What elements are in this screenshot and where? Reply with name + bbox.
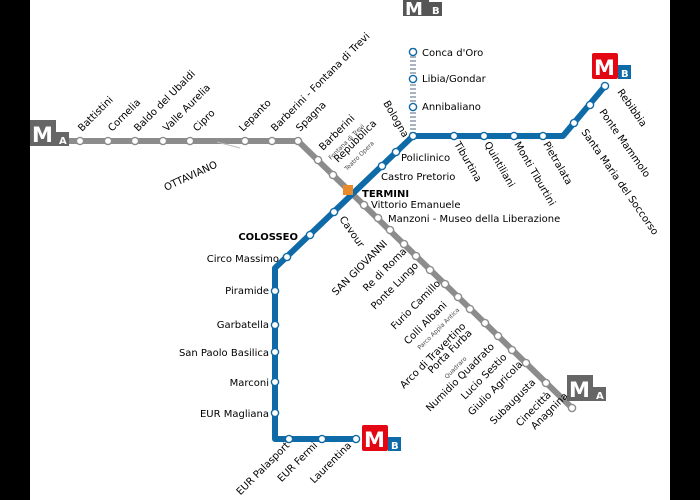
metro-logo-line-a-west-line: A: [59, 136, 67, 147]
stop-line-b-quintiliani: [479, 131, 489, 141]
stop-line-b1-libia-gondar: [408, 74, 418, 84]
stop-line-a-porta-furba: [465, 304, 475, 314]
stop-line-b-rebibbia: [600, 81, 610, 91]
line-b1-labels: Conca d'Oro Libia/Gondar Annibaliano: [422, 48, 487, 113]
stop-line-a-san-giovanni: [385, 225, 395, 235]
stop-line-a-cipro: [185, 136, 195, 146]
stop-line-a-battistini: [75, 136, 85, 146]
label-manzoni: Manzoni - Museo della Liberazione: [388, 214, 560, 225]
label-colosseo: COLOSSEO: [238, 232, 298, 243]
label-piramide: Piramide: [225, 286, 269, 297]
stop-line-a-lucio-sestio: [493, 331, 503, 341]
stop-line-b1-conca-d-oro: [408, 47, 418, 57]
metro-logo-top-badge: [429, 2, 442, 16]
map-background: [30, 0, 670, 500]
label-marconi: Marconi: [230, 378, 269, 389]
label-conca-doro: Conca d'Oro: [422, 48, 483, 59]
stop-line-b-santa-maria-del-soccorso: [569, 118, 579, 128]
stop-line-a-valle-aurelia: [158, 136, 168, 146]
stop-line-a-numidio-quadrato: [480, 318, 490, 328]
stop-line-a-ponte-lungo: [411, 251, 421, 261]
stop-line-b-marconi: [270, 377, 280, 387]
stop-line-a-repubblica: [328, 170, 338, 180]
stop-line-b-laurentina: [351, 434, 361, 444]
label-policlinico: Policlinico: [401, 153, 450, 164]
stop-line-b-cavour: [329, 207, 339, 217]
stop-line-b-circo-massimo: [282, 252, 292, 262]
stop-line-b-policlinico: [391, 147, 401, 157]
metro-logo-line-a-west: M A: [30, 120, 69, 147]
metro-logo-line-b-north: M B: [592, 53, 631, 80]
stop-line-a-barberini-fontana-di-trevi: [267, 136, 277, 146]
stop-line-b-castro-pretorio: [377, 161, 387, 171]
metro-logo-top: M B: [403, 0, 442, 20]
stop-line-b-piramide: [270, 286, 280, 296]
metro-logo-line-b-north-mark: M: [594, 56, 615, 80]
label-san-paolo-basilica: San Paolo Basilica: [179, 348, 269, 359]
label-termini: TERMINI: [362, 189, 409, 200]
stop-line-a-spagna: [293, 136, 303, 146]
metro-logo-line-b-south-tile: [362, 425, 388, 451]
termini-interchange-marker: [343, 185, 353, 195]
metro-logo-top-tile: [403, 0, 429, 16]
label-annibaliano: Annibaliano: [422, 102, 481, 113]
metro-logo-line-a-east-tile: [567, 375, 593, 401]
metro-logo-line-b-south-badge: [388, 437, 401, 451]
stop-line-a-colli-albani: [440, 279, 450, 289]
stop-line-a-re-di-roma: [399, 239, 409, 249]
stop-line-a-giulio-agricola: [507, 345, 517, 355]
metro-logo-line-a-east-mark: M: [569, 378, 590, 402]
line-a-ottaviano-marker: [216, 141, 241, 149]
label-libia-gondar: Libia/Gondar: [422, 74, 487, 85]
stop-line-a-furio-camillo: [425, 265, 435, 275]
label-castro-pretorio: Castro Pretorio: [381, 172, 455, 183]
metro-logo-line-b-south-line: B: [391, 441, 399, 452]
stop-line-b-ponte-mammolo: [585, 100, 595, 110]
metro-logo-line-b-south: M B: [362, 425, 401, 452]
stop-line-a-cinecitta: [541, 378, 551, 388]
stop-line-b-pietralata: [538, 131, 548, 141]
stop-line-a-cornelia: [103, 136, 113, 146]
stop-line-b-monti-tiburtini: [509, 131, 519, 141]
stop-line-a-anagnina: [567, 403, 577, 413]
metro-logo-line-b-north-line: B: [621, 69, 629, 80]
metro-logo-line-a-west-mark: M: [32, 123, 53, 147]
station-stops: [75, 47, 610, 444]
stop-line-a-lepanto: [240, 136, 250, 146]
stop-line-a-arco-di-travertino: [453, 292, 463, 302]
stop-line-b-eur-magliana: [270, 408, 280, 418]
stop-line-b-eur-fermi: [317, 434, 327, 444]
stop-line-a-manzoni-museo-della-liberazione: [373, 213, 383, 223]
stop-line-a-vittorio-emanuele: [359, 200, 369, 210]
stop-line-b-garbatella: [270, 320, 280, 330]
stop-line-a-baldo-del-ubaldi: [130, 136, 140, 146]
stop-line-b-bologna: [408, 131, 418, 141]
metro-logo-line-a-east: M A: [567, 375, 606, 402]
metro-logo-line-b-south-mark: M: [364, 428, 385, 452]
label-vittorio-emanuele: Vittorio Emanuele: [371, 200, 461, 211]
label-garbatella: Garbatella: [217, 320, 269, 331]
stop-line-a-barberini: [313, 155, 323, 165]
stop-line-b-eur-palasport: [284, 434, 294, 444]
stop-line-b-san-paolo-basilica: [270, 347, 280, 357]
metro-logo-line-a-east-line: A: [596, 391, 604, 402]
metro-logo-top-line: B: [432, 6, 440, 17]
stop-line-b1-annibaliano: [408, 102, 418, 112]
metro-logo-line-a-west-tile: [30, 120, 56, 146]
label-eur-magliana: EUR Magliana: [200, 409, 269, 420]
metro-logo-line-a-west-badge: [56, 132, 69, 146]
stop-line-a-subaugusta: [521, 358, 531, 368]
metro-logo-line-a-east-badge: [593, 387, 606, 401]
metro-logo-line-b-north-badge: [618, 65, 631, 79]
stop-line-b-colosseo: [305, 230, 315, 240]
metro-logo-line-b-north-tile: [592, 53, 618, 79]
label-circo-massimo: Circo Massimo: [207, 254, 279, 265]
stop-line-b-tiburtina: [449, 131, 459, 141]
metro-logo-top-mark: M: [405, 0, 423, 20]
